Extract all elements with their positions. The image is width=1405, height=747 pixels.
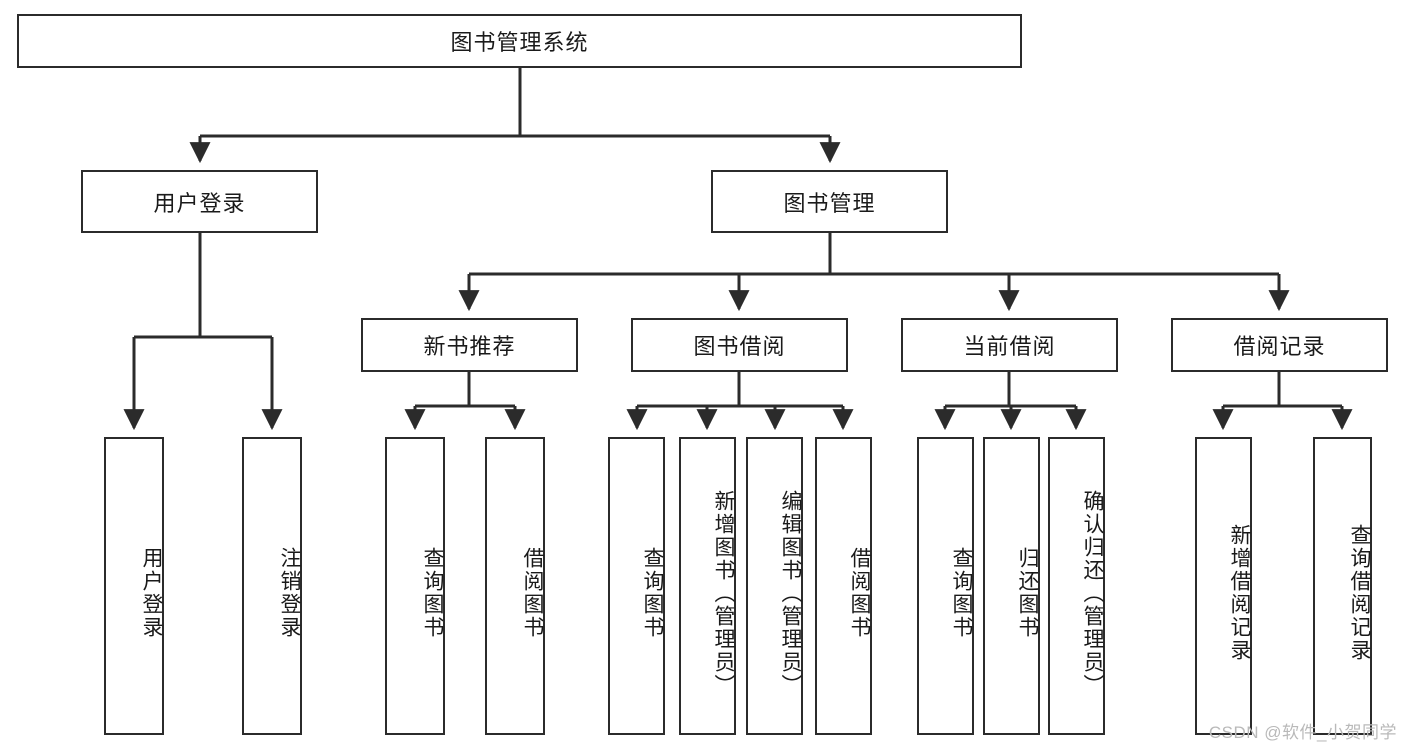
node-leaf-confirm-return-label: 确认归还（管理员） xyxy=(1081,489,1104,697)
csdn-watermark: CSDN @软件_小贺同学 xyxy=(1208,723,1397,742)
node-user-login[interactable]: 用户登录 xyxy=(81,170,318,233)
node-root-label: 图书管理系统 xyxy=(450,30,589,55)
node-book-management[interactable]: 图书管理 xyxy=(711,170,948,233)
node-user-login-label: 用户登录 xyxy=(153,190,246,216)
node-leaf-return-book-label: 归还图书 xyxy=(1016,547,1039,639)
node-book-management-label: 图书管理 xyxy=(783,190,876,216)
node-leaf-query-book-2-label: 查询图书 xyxy=(641,547,664,639)
node-leaf-add-book-label: 新增图书（管理员） xyxy=(712,489,735,697)
node-leaf-confirm-return[interactable]: 确认归还（管理员） xyxy=(1048,437,1105,735)
node-leaf-user-login-label: 用户登录 xyxy=(140,547,163,639)
node-leaf-add-record[interactable]: 新增借阅记录 xyxy=(1195,437,1252,735)
node-leaf-return-book[interactable]: 归还图书 xyxy=(983,437,1040,735)
node-leaf-edit-book[interactable]: 编辑图书（管理员） xyxy=(746,437,803,735)
node-leaf-add-record-label: 新增借阅记录 xyxy=(1228,524,1251,662)
node-leaf-logout-label: 注销登录 xyxy=(278,547,301,639)
node-new-book-recommend-label: 新书推荐 xyxy=(423,334,516,359)
node-book-borrow-label: 图书借阅 xyxy=(693,334,786,359)
node-leaf-add-book[interactable]: 新增图书（管理员） xyxy=(679,437,736,735)
node-leaf-edit-book-label: 编辑图书（管理员） xyxy=(779,489,802,697)
node-new-book-recommend[interactable]: 新书推荐 xyxy=(361,318,578,372)
node-borrow-record-label: 借阅记录 xyxy=(1233,334,1326,359)
node-leaf-query-book-2[interactable]: 查询图书 xyxy=(608,437,665,735)
node-leaf-user-login[interactable]: 用户登录 xyxy=(104,437,164,735)
node-current-borrow[interactable]: 当前借阅 xyxy=(901,318,1118,372)
node-leaf-borrow-book-1[interactable]: 借阅图书 xyxy=(485,437,545,735)
node-leaf-query-book-1-label: 查询图书 xyxy=(421,547,444,639)
node-leaf-borrow-book-2-label: 借阅图书 xyxy=(848,547,871,639)
node-leaf-query-record[interactable]: 查询借阅记录 xyxy=(1313,437,1372,735)
node-leaf-logout[interactable]: 注销登录 xyxy=(242,437,302,735)
node-root[interactable]: 图书管理系统 xyxy=(17,14,1022,68)
node-borrow-record[interactable]: 借阅记录 xyxy=(1171,318,1388,372)
node-leaf-query-book-1[interactable]: 查询图书 xyxy=(385,437,445,735)
node-book-borrow[interactable]: 图书借阅 xyxy=(631,318,848,372)
node-leaf-query-record-label: 查询借阅记录 xyxy=(1348,524,1371,662)
node-leaf-borrow-book-2[interactable]: 借阅图书 xyxy=(815,437,872,735)
node-leaf-query-book-3-label: 查询图书 xyxy=(950,547,973,639)
node-current-borrow-label: 当前借阅 xyxy=(963,334,1056,359)
node-leaf-borrow-book-1-label: 借阅图书 xyxy=(521,547,544,639)
node-leaf-query-book-3[interactable]: 查询图书 xyxy=(917,437,974,735)
